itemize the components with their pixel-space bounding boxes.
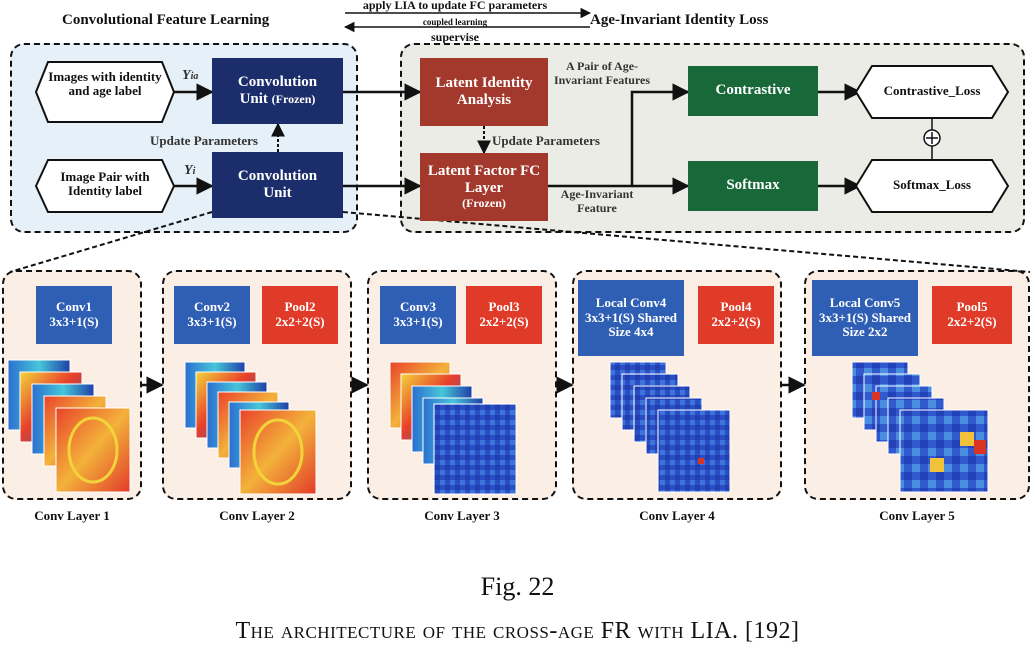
softmax-loss-label: Softmax_Loss [892,177,971,192]
figure-caption: The architecture of the cross-age FR wit… [235,618,800,644]
feature-maps-layer-2 [184,361,317,495]
latent-factor-fc-layer-box: Latent Factor FC Layer (Frozen) [420,153,548,221]
zoom-line-left [9,211,213,273]
convolution-unit: Convolution Unit [212,152,343,218]
feature-maps-layer-3 [389,361,517,495]
softmax-box: Softmax [688,161,818,211]
input-images-label: Images with identity and age label [48,69,162,99]
contrastive-loss-hexagon [854,65,1010,119]
left-section-title: Convolutional Feature Learning [62,12,270,28]
convolution-unit-frozen: Convolution Unit (Frozen) [212,58,343,124]
fc-to-contrastive-arrow [548,83,690,188]
conv2-box: Conv2 3x3+1(S) [174,286,250,344]
feature-maps-layer-5 [851,361,989,493]
zoom-line-right [342,211,1031,273]
conv-layer-4-label: Conv Layer 4 [639,508,715,523]
y-i-symbol: Yi [184,163,196,178]
local-conv5-box: Local Conv5 3x3+1(S) Shared Size 2x2 [812,280,918,356]
pool3-box: Pool3 2x2+2(S) [466,286,542,344]
conv-layer-1-label: Conv Layer 1 [34,508,110,523]
right-section-title: Age-Invariant Identity Loss [590,12,769,28]
age-invariant-feature-label: Age-Invariant Feature [560,187,634,215]
local-conv4-box: Local Conv4 3x3+1(S) Shared Size 4x4 [578,280,684,356]
conv3-box: Conv3 3x3+1(S) [380,286,456,344]
conv1-box: Conv1 3x3+1(S) [36,286,112,344]
pool2-box: Pool2 2x2+2(S) [262,286,338,344]
update-parameters-label-left: Update Parameters [150,133,258,148]
feature-maps-layer-4 [609,361,731,493]
softmax-loss-hexagon [854,159,1010,213]
figure-number: Fig. 22 [480,572,555,601]
latent-identity-analysis-box: Latent Identity Analysis [420,58,548,126]
y-ia-symbol: Yia [182,68,199,83]
pair-features-label: A Pair of Age-Invariant Features [553,59,651,87]
feature-maps-layer-1 [7,359,131,493]
conv-layer-2-label: Conv Layer 2 [219,508,295,523]
coupled-learning-label: coupled learning [422,17,488,27]
supervise-label: supervise [431,30,479,44]
pool5-box: Pool5 2x2+2(S) [932,286,1012,344]
input-pair-label: Image Pair with Identity label [60,169,150,199]
conv-layer-5-label: Conv Layer 5 [879,508,955,523]
conv-layer-3-label: Conv Layer 3 [424,508,500,523]
contrastive-loss-label: Contrastive_Loss [883,83,981,98]
apply-lia-label: apply LIA to update FC parameters [362,0,548,12]
contrastive-box: Contrastive [688,66,818,116]
update-parameters-label-right: Update Parameters [492,133,600,148]
pool4-box: Pool4 2x2+2(S) [698,286,774,344]
